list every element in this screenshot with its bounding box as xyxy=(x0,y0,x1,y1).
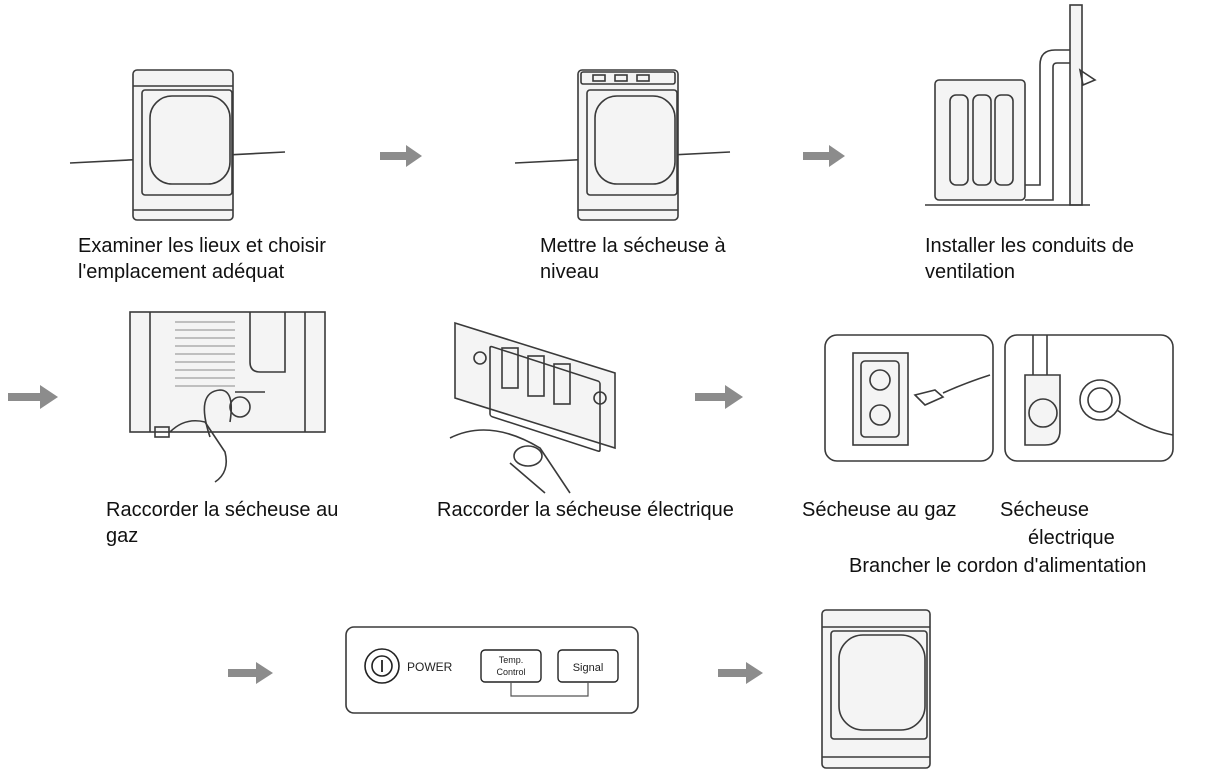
caption-line: ventilation xyxy=(925,261,1016,283)
step-2-caption: Mettre la sécheuse à niveau xyxy=(540,233,726,285)
gas-dryer-outlet-illustration xyxy=(824,334,994,462)
arrow-right-icon xyxy=(380,145,422,167)
caption-line: électrique xyxy=(1028,527,1115,549)
dryer-level-illustration xyxy=(514,69,731,221)
arrow-right-icon xyxy=(228,662,273,684)
arrow-right-icon xyxy=(803,145,845,167)
electric-terminal-illustration xyxy=(449,321,616,494)
caption-line: l'emplacement adéquat xyxy=(78,261,285,283)
temp-control-label-line2: Control xyxy=(496,667,525,677)
power-icon xyxy=(364,648,400,684)
power-label: POWER xyxy=(407,660,453,674)
caption-line: Sécheuse au gaz xyxy=(802,499,957,521)
step-6-main-caption: Brancher le cordon d'alimentation xyxy=(849,553,1146,579)
step-3-caption: Installer les conduits de ventilation xyxy=(925,233,1134,285)
control-panel-illustration: POWER Temp. Control Signal xyxy=(345,626,639,714)
temp-control-label-line1: Temp. xyxy=(499,655,524,665)
caption-line: Installer les conduits de xyxy=(925,235,1135,257)
caption-line: niveau xyxy=(540,261,599,283)
step-4-caption: Raccorder la sécheuse au gaz xyxy=(106,497,338,549)
dryer-final-illustration xyxy=(821,609,931,769)
step-6-elec-caption-a: Sécheuse xyxy=(1000,497,1089,523)
electric-dryer-outlet-illustration xyxy=(1004,334,1174,462)
arrow-right-icon xyxy=(8,385,58,409)
caption-line: Examiner les lieux et choisir xyxy=(78,235,326,257)
step-6-gas-caption: Sécheuse au gaz xyxy=(802,497,957,523)
step-5-caption: Raccorder la sécheuse électrique xyxy=(437,497,734,523)
step-1-caption: Examiner les lieux et choisir l'emplacem… xyxy=(78,233,326,285)
caption-line: Mettre la sécheuse à xyxy=(540,235,726,257)
signal-label: Signal xyxy=(573,662,604,674)
caption-line: Brancher le cordon d'alimentation xyxy=(849,555,1147,577)
gas-connection-illustration xyxy=(129,311,326,483)
caption-line: Sécheuse xyxy=(1000,499,1089,521)
caption-line: Raccorder la sécheuse au xyxy=(106,499,339,521)
dryer-front-illustration xyxy=(69,69,286,221)
caption-line: gaz xyxy=(106,525,139,547)
caption-line: Raccorder la sécheuse électrique xyxy=(437,499,734,521)
dryer-vent-duct-illustration xyxy=(925,4,1097,206)
arrow-right-icon xyxy=(695,385,743,409)
step-6-elec-caption-b: électrique xyxy=(1028,525,1115,551)
arrow-right-icon xyxy=(718,662,763,684)
